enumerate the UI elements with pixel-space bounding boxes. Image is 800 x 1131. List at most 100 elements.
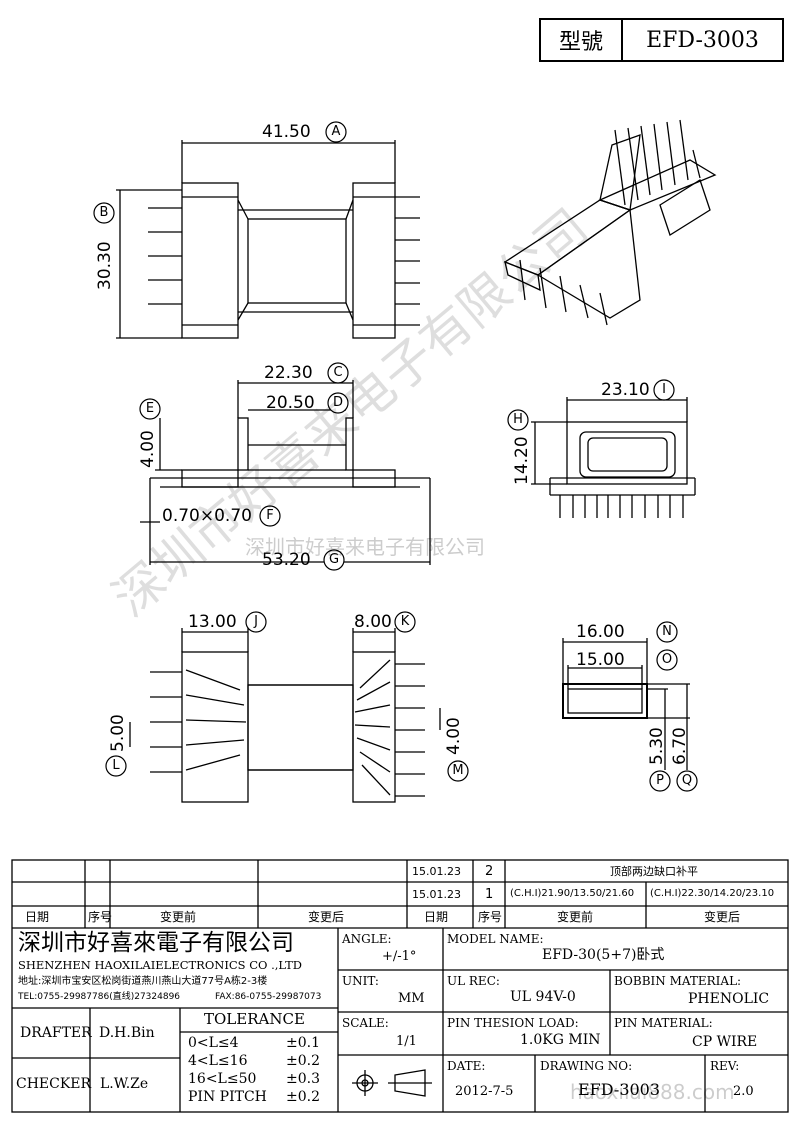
dim-p-value: 5.30 — [647, 727, 667, 765]
drawing-no-label: DRAWING NO: — [540, 1059, 633, 1073]
dim-l-value: 5.00 — [108, 714, 128, 752]
tolerance-title: TOLERANCE — [204, 1010, 305, 1028]
label-a: A — [331, 124, 341, 139]
dim-b-value: 30.30 — [95, 241, 115, 290]
rev-header-after-left: 变更后 — [308, 910, 345, 924]
dim-n-value: 16.00 — [576, 622, 625, 642]
label-b: B — [99, 205, 109, 220]
dim-i-value: 23.10 — [601, 380, 650, 400]
tolerance-value-3: ±0.3 — [286, 1071, 320, 1087]
drafter-label: DRAFTER — [20, 1025, 92, 1041]
label-k: K — [400, 614, 410, 629]
bobbin-value: PHENOLIC — [688, 991, 770, 1007]
dim-m-value: 4.00 — [444, 717, 464, 755]
iso-view — [503, 119, 717, 326]
model-value: EFD-3003 — [646, 27, 759, 53]
label-f: F — [266, 508, 274, 523]
label-m: M — [452, 763, 464, 778]
rev-row1-note-before: (C.H.I)21.90/13.50/21.60 — [510, 888, 635, 899]
tolerance-range-1: 0<L≤4 — [188, 1035, 239, 1051]
model-label: 型號 — [541, 20, 623, 60]
rev-header-before-left: 变更前 — [160, 910, 197, 924]
angle-value: +/-1° — [382, 949, 417, 964]
dim-c-value: 22.30 — [264, 363, 313, 383]
rev-row1-no: 1 — [485, 887, 494, 902]
pin-material-value: CP WIRE — [692, 1034, 758, 1050]
dim-h-value: 14.20 — [512, 436, 532, 485]
label-p: P — [656, 773, 664, 788]
dim-o-value: 15.00 — [576, 650, 625, 670]
title-block-grid — [11, 859, 789, 1113]
rev-label: REV: — [710, 1059, 740, 1073]
watermark-small: 深圳市好喜来电子有限公司 — [245, 535, 485, 559]
dim-g-value: 53.20 — [262, 550, 311, 570]
ul-label: UL REC: — [447, 974, 500, 988]
label-e: E — [145, 401, 155, 416]
scale-label: SCALE: — [342, 1016, 389, 1030]
bottom-view — [129, 628, 441, 803]
label-c: C — [333, 365, 343, 380]
watermark-url: haoxilai888.com — [570, 1080, 735, 1104]
dim-d-value: 20.50 — [266, 393, 315, 413]
unit-label: UNIT: — [342, 974, 379, 988]
model-title-box: 型號 EFD-3003 — [539, 18, 784, 62]
tolerance-value-1: ±0.1 — [286, 1035, 320, 1051]
company-name-cn: 深圳市好喜來電子有限公司 — [18, 930, 294, 956]
date-value: 2012-7-5 — [455, 1084, 514, 1099]
tolerance-range-2: 4<L≤16 — [188, 1053, 248, 1069]
dim-e-value: 4.00 — [138, 430, 158, 468]
date-label: DATE: — [447, 1059, 486, 1073]
pin-load-label: PIN THESION LOAD: — [447, 1016, 579, 1030]
drawing-no-value: EFD-3003 — [578, 1080, 661, 1099]
tolerance-value-4: ±0.2 — [286, 1089, 320, 1105]
end-view — [531, 397, 696, 518]
rev-row2-note: 顶部两边缺口补平 — [610, 865, 698, 878]
company-name-en: SHENZHEN HAOXILAIELECTRONICS CO .,LTD — [18, 958, 302, 972]
checker-value: L.W.Ze — [100, 1076, 149, 1092]
ul-value: UL 94V-0 — [510, 989, 576, 1005]
dim-a-value: 41.50 — [262, 122, 311, 142]
dim-q-value: 6.70 — [670, 727, 690, 765]
rev-header-date-left: 日期 — [25, 910, 50, 924]
label-j: J — [254, 614, 258, 629]
pin-material-label: PIN MATERIAL: — [614, 1016, 713, 1030]
rev-header-before: 变更前 — [557, 910, 594, 924]
label-i: I — [662, 382, 666, 397]
angle-label: ANGLE: — [342, 932, 392, 946]
rev-header-no-left: 序号 — [88, 910, 113, 924]
rev-header-no: 序号 — [478, 910, 503, 924]
label-o: O — [661, 652, 673, 667]
label-l: L — [112, 758, 120, 773]
rev-row1-note-after: (C.H.I)22.30/14.20/23.10 — [650, 888, 775, 899]
side-view — [140, 380, 431, 565]
label-g: G — [328, 552, 340, 567]
company-address: 地址:深圳市宝安区松岗街道燕川燕山大道77号A栋2-3楼 — [18, 976, 268, 987]
checker-label: CHECKER — [16, 1076, 92, 1092]
tolerance-value-2: ±0.2 — [286, 1053, 320, 1069]
label-d: D — [332, 395, 343, 410]
rev-row2-no: 2 — [485, 864, 494, 879]
dim-j-value: 13.00 — [188, 612, 237, 632]
company-fax: FAX:86-0755-29987073 — [215, 992, 322, 1002]
bobbin-label: BOBBIN MATERIAL: — [614, 974, 742, 988]
company-tel: TEL:0755-29987786(直线)27324896 — [18, 992, 181, 1002]
section-view — [562, 638, 690, 770]
model-name-value: EFD-30(5+7)卧式 — [542, 947, 665, 963]
unit-value: MM — [398, 991, 425, 1006]
drafter-value: D.H.Bin — [99, 1025, 155, 1041]
rev-header-after: 变更后 — [704, 910, 741, 924]
pin-load-value: 1.0KG MIN — [520, 1032, 601, 1048]
rev-row1-date: 15.01.23 — [412, 888, 461, 901]
tolerance-range-4: PIN PITCH — [188, 1089, 267, 1105]
scale-value: 1/1 — [396, 1034, 417, 1049]
rev-header-date: 日期 — [424, 910, 449, 924]
rev-value: 2.0 — [733, 1084, 754, 1099]
dim-k-value: 8.00 — [354, 612, 392, 632]
rev-row2-date: 15.01.23 — [412, 865, 461, 878]
dim-f-value: 0.70×0.70 — [162, 506, 252, 526]
label-h: H — [513, 412, 523, 427]
tolerance-range-3: 16<L≤50 — [188, 1071, 257, 1087]
label-n: N — [662, 624, 672, 639]
label-q: Q — [681, 773, 693, 788]
